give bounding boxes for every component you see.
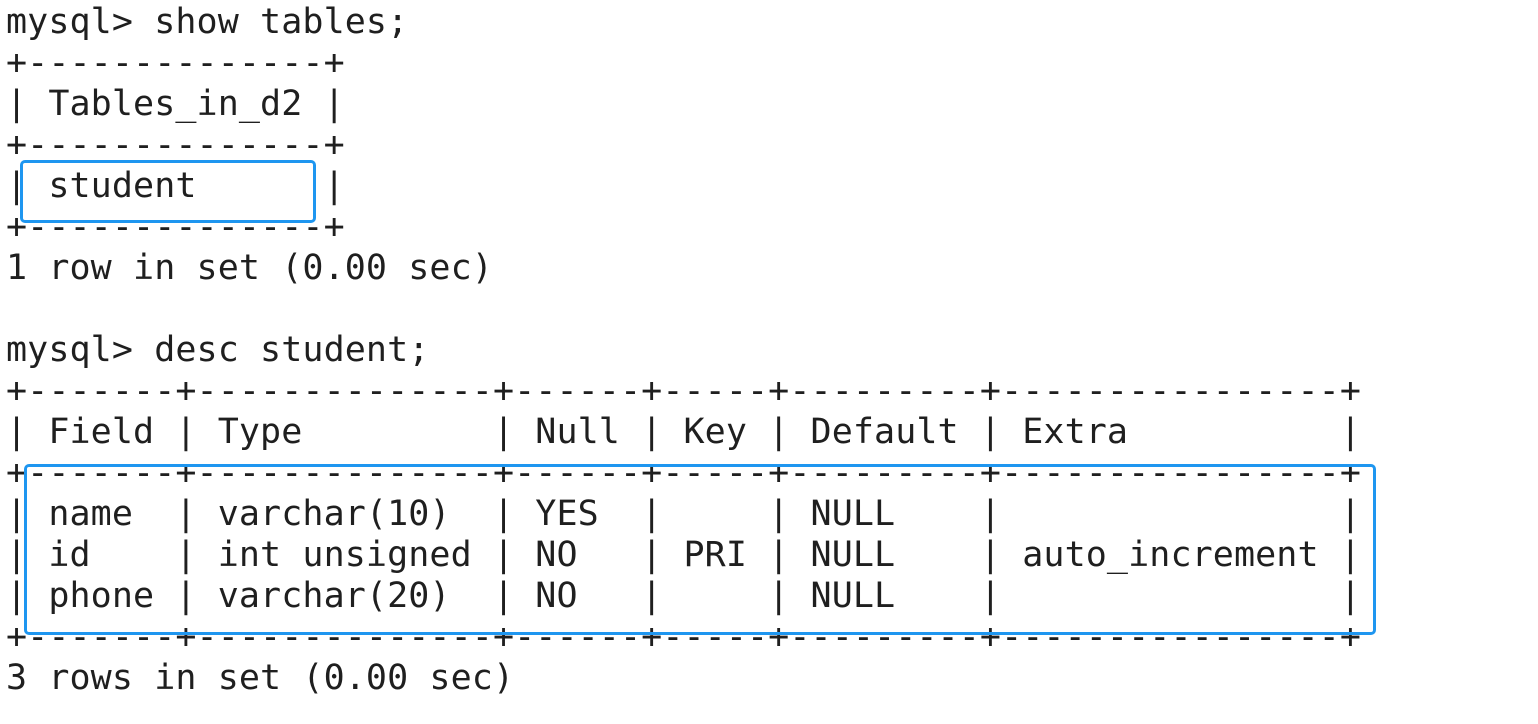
desc-border-bottom: +-------+--------------+------+-----+---… <box>6 617 1361 657</box>
desc-row-name: | name | varchar(10) | YES | | NULL | | <box>6 494 1361 534</box>
command-desc-student: mysql> desc student; <box>6 330 430 370</box>
desc-header-row: | Field | Type | Null | Key | Default | … <box>6 412 1361 452</box>
table-border-bottom: +--------------+ <box>6 207 345 247</box>
result-summary: 3 rows in set (0.00 sec) <box>6 658 515 698</box>
highlight-box-tables <box>20 160 316 223</box>
table-border-divider: +--------------+ <box>6 125 345 165</box>
tables-header-row: | Tables_in_d2 | <box>6 84 345 124</box>
command-show-tables: mysql> show tables; <box>6 2 409 42</box>
desc-border-top: +-------+--------------+------+-----+---… <box>6 371 1361 411</box>
highlight-box-desc-rows <box>24 464 1376 635</box>
desc-border-divider: +-------+--------------+------+-----+---… <box>6 453 1361 493</box>
result-summary: 1 row in set (0.00 sec) <box>6 248 493 288</box>
table-border-top: +--------------+ <box>6 43 345 83</box>
desc-row-id: | id | int unsigned | NO | PRI | NULL | … <box>6 535 1361 575</box>
desc-row-phone: | phone | varchar(20) | NO | | NULL | | <box>6 576 1361 616</box>
